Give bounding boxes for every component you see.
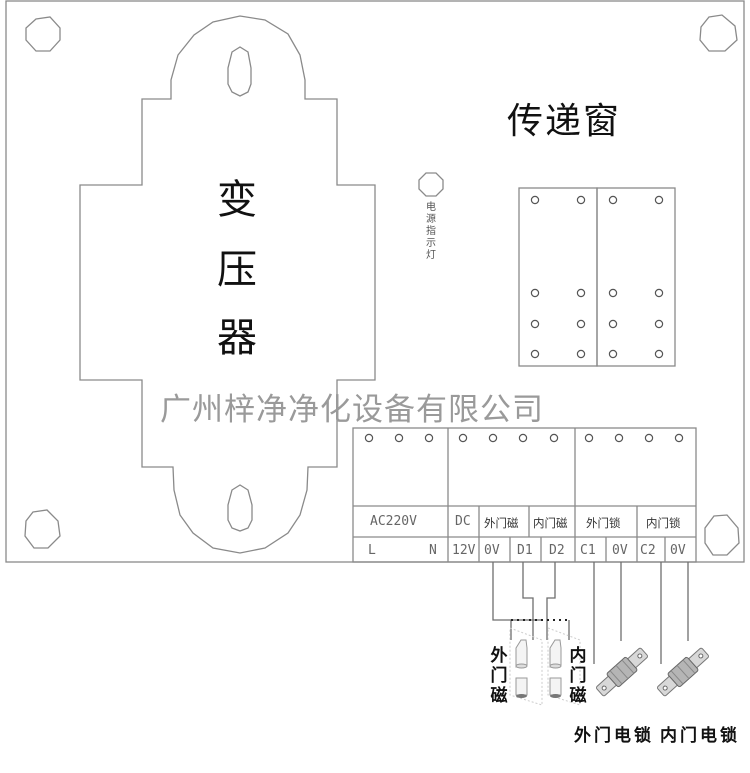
inner-magnet-char: 磁 [569,686,587,706]
inner-lock-caption: 内门电锁 [660,726,740,746]
terminal-group-outer-lock: 外门锁 [586,516,621,530]
terminal-pin-outer-magnet-0v: 0V [484,543,500,558]
relay-pins [530,195,664,359]
relay-module-right [596,187,676,367]
transformer-label-1: 变 [217,177,257,223]
outer-door-magnet [515,639,528,698]
outer-lock-caption: 外门电锁 [574,726,654,746]
inner-magnet-char: 内 [569,646,587,666]
terminal-block [352,427,697,563]
terminal-pin-c1: C1 [580,543,596,558]
terminal-pin-d2: D2 [549,543,565,558]
relay-module-left [518,187,598,367]
terminal-group-inner-magnet: 内门磁 [533,516,568,530]
outer-magnet-char: 门 [490,666,508,686]
terminal-pin-d1: D1 [517,543,533,558]
transformer-outline [79,15,376,554]
outer-magnet-char: 外 [490,646,508,666]
power-indicator-char: 灯 [426,250,436,261]
power-indicator-label: 电 源 指 示 灯 [425,202,437,262]
mount-hole-bottom-left [24,509,61,549]
mount-hole-bottom-right [704,514,740,556]
power-indicator-char: 指 [426,226,436,237]
board-title: 传递窗 [507,101,622,142]
terminal-pin-12v: 12V [452,543,476,558]
terminal-pin-n: N [429,543,437,558]
power-indicator-char: 电 [426,202,436,213]
inner-magnet-label: 内 门 磁 [568,646,588,706]
inner-magnet-char: 门 [569,666,587,686]
terminal-pin-inner-lock-0v: 0V [670,543,686,558]
inner-door-magnet [549,639,562,698]
transformer-label-2: 压 [217,247,257,293]
company-watermark: 广州梓净净化设备有限公司 [160,392,544,428]
power-indicator-led [418,172,444,197]
transformer-slot-top [227,46,252,97]
power-indicator-char: 源 [426,214,436,225]
terminal-group-outer-magnet: 外门磁 [484,516,519,530]
outer-magnet-label: 外 门 磁 [489,646,509,706]
power-indicator-char: 示 [426,238,436,249]
terminal-pin-outer-lock-0v: 0V [612,543,628,558]
mount-hole-top-right [699,14,738,52]
inner-electric-lock [657,647,709,697]
terminal-group-inner-lock: 内门锁 [646,516,681,530]
outer-magnet-char: 磁 [490,686,508,706]
transformer-label-3: 器 [217,315,257,361]
outer-electric-lock [596,647,648,697]
terminal-pin-l: L [368,543,376,558]
terminal-pin-c2: C2 [640,543,656,558]
wiring [492,562,689,706]
terminal-group-ac220v: AC220V [370,514,417,529]
mount-hole-top-left [25,16,61,52]
transformer-slot-bottom [227,484,253,532]
terminal-group-dc: DC [455,514,471,529]
